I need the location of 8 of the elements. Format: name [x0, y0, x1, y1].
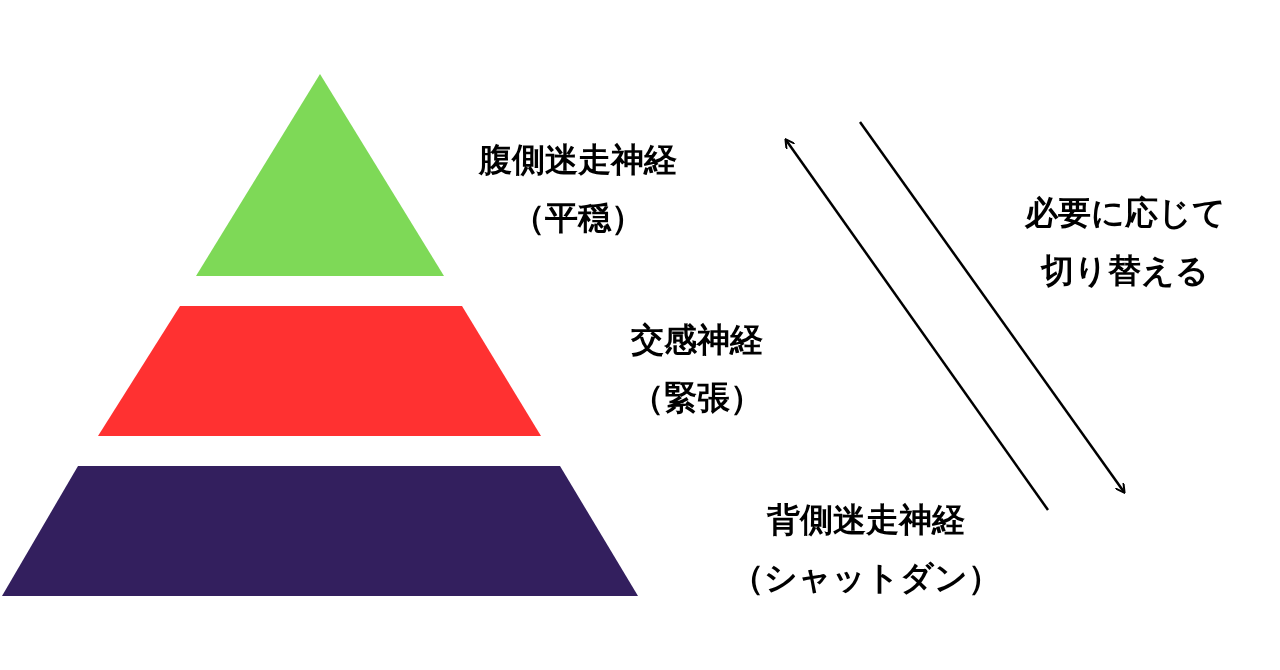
- note-text: 必要に応じて: [1024, 192, 1226, 234]
- tier-label: （シャットダン）: [731, 557, 1001, 599]
- tier-label: （緊張）: [631, 377, 763, 419]
- tier-label: 腹側迷走神経: [479, 139, 677, 181]
- tier-label: 背側迷走神経: [767, 499, 965, 541]
- tier-label: 交感神経: [631, 319, 763, 361]
- note-text: 切り替える: [1041, 250, 1209, 292]
- tier-label: （平穏）: [512, 197, 644, 239]
